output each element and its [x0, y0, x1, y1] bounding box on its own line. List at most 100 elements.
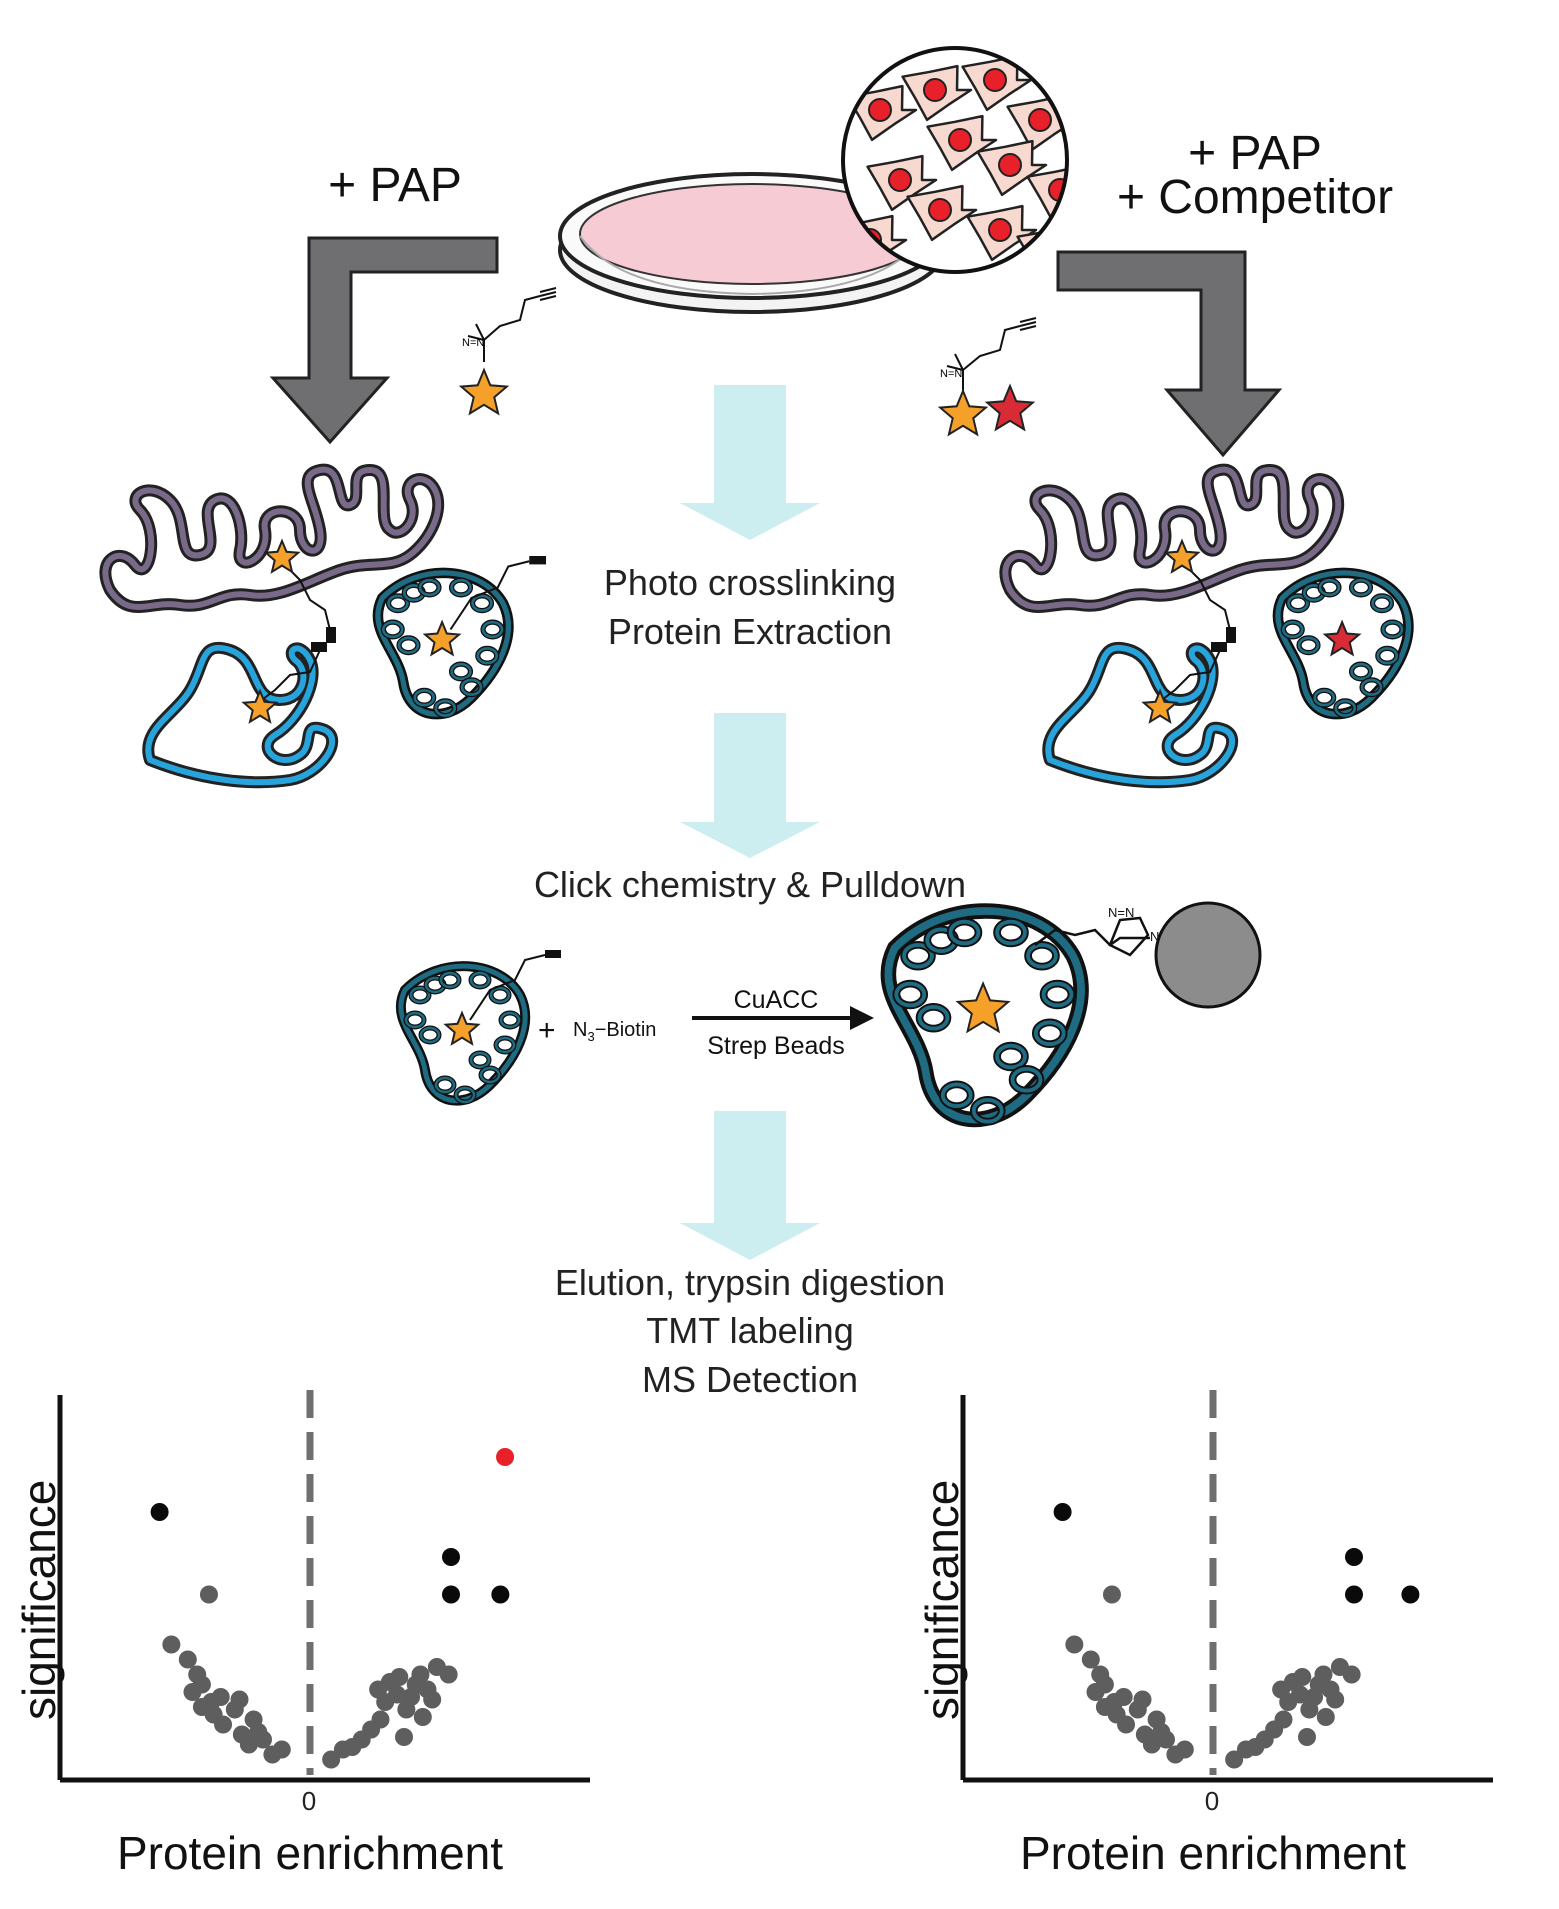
data-point-significant: [442, 1548, 460, 1566]
data-point-gray: [254, 1730, 272, 1749]
helix-turn: [1026, 942, 1058, 969]
helix-turn: [1041, 981, 1074, 1008]
cell-nucleus: [983, 68, 1007, 92]
data-point-gray: [439, 1665, 458, 1684]
data-point-gray: [1316, 1708, 1335, 1726]
helix-turn: [940, 1082, 973, 1109]
alkyne-handle: [529, 556, 547, 565]
helix-turn: [1334, 699, 1357, 717]
probe-molecule-right: [946, 317, 1037, 392]
left-condition-arrow: [269, 236, 499, 445]
helix-turn: [434, 699, 457, 717]
ligand-star-right: [937, 388, 989, 437]
volcano-plot-right: [960, 1390, 1493, 1783]
data-point-gray: [1225, 1750, 1244, 1769]
right-condition-arrow: [1056, 250, 1283, 458]
helix-turn: [499, 1011, 521, 1029]
data-point-significant: [491, 1585, 510, 1604]
data-point-gray: [1114, 1688, 1133, 1706]
helix-turn: [418, 578, 441, 597]
step-photo-crosslinking: Photo crosslinking: [603, 562, 897, 603]
helix-turn: [397, 636, 420, 654]
condition-label-pap: + PAP: [328, 159, 462, 212]
probe-diazirine-label-right: N=N: [940, 368, 962, 380]
data-point-significant: [1053, 1503, 1072, 1521]
plot-right-zero-tick: 0: [1204, 1786, 1220, 1816]
data-point-gray: [1117, 1715, 1136, 1734]
cell-nucleus: [848, 48, 872, 72]
data-point-gray: [1326, 1690, 1345, 1709]
data-point-gray: [371, 1710, 390, 1729]
bound-ligand-star: [955, 980, 1011, 1034]
helix-turn: [439, 971, 461, 989]
data-point-gray: [395, 1728, 413, 1746]
step-tmt-labeling: TMT labeling: [646, 1310, 854, 1351]
helix-turn: [419, 1026, 441, 1044]
helix-turn: [476, 647, 499, 665]
helix-turn: [1350, 578, 1372, 597]
data-point-gray: [423, 1690, 442, 1709]
cell-nucleus: [998, 153, 1022, 177]
reaction-beads-label: Strep Beads: [707, 1032, 845, 1060]
helix-turn: [1010, 1066, 1043, 1093]
linker-to-bead: [1034, 928, 1150, 947]
data-point-gray: [1081, 1650, 1100, 1669]
cell-nucleus: [928, 198, 952, 222]
data-point-gray: [387, 1685, 406, 1704]
alkyne-handle: [545, 950, 561, 958]
helix-turn: [1376, 647, 1399, 665]
data-point-gray: [1086, 1683, 1105, 1701]
helix-turn: [387, 594, 409, 612]
plot-left-xlabel: Protein enrichment: [116, 1827, 504, 1879]
helix-turn: [1313, 689, 1336, 707]
data-point-gray: [214, 1715, 233, 1734]
protein-backbone: [398, 963, 528, 1103]
data-point-gray: [1157, 1730, 1175, 1749]
helix-turn: [413, 689, 436, 707]
helix-turn: [469, 1051, 491, 1069]
data-point-gray: [1342, 1665, 1361, 1684]
probe-linker: [449, 560, 530, 631]
cell-nucleus: [888, 168, 912, 192]
data-point-gray: [1298, 1728, 1316, 1746]
data-point-gray: [1142, 1735, 1161, 1754]
reagent-azide-biotin: N3−Biotin: [573, 1019, 657, 1044]
step-ms-detection: MS Detection: [641, 1359, 859, 1400]
helix-turn: [460, 678, 483, 696]
protein-cluster-left: [99, 463, 547, 789]
data-point-gray: [1290, 1685, 1309, 1704]
data-point-gray: [239, 1735, 258, 1754]
ligand-star-left: [458, 367, 510, 416]
condition-label-competitor: + Competitor: [1116, 171, 1394, 224]
helix-turn: [971, 1097, 1004, 1124]
helix-turn: [409, 986, 431, 1004]
protein-backbone: [1275, 570, 1411, 717]
helix-turn: [995, 1043, 1027, 1070]
reaction-arrowhead: [850, 1006, 874, 1030]
data-point-significant: [150, 1503, 169, 1521]
helix-turn: [404, 1011, 426, 1029]
plot-right-xlabel: Protein enrichment: [1019, 1827, 1407, 1879]
probe-diazirine-label: N=N: [462, 337, 484, 349]
cell-nucleus: [923, 78, 947, 102]
data-point-gray: [1065, 1635, 1084, 1654]
streptavidin-bead: [1154, 901, 1262, 1009]
step-click-chemistry: Click chemistry & Pulldown: [533, 864, 967, 905]
step-elution: Elution, trypsin digestion: [554, 1262, 946, 1303]
triazole-n-label: N: [1150, 929, 1160, 944]
data-point-gray: [413, 1708, 432, 1726]
step-protein-extraction: Protein Extraction: [607, 611, 893, 652]
protein-backbone: [375, 570, 511, 717]
helix-turn: [995, 919, 1027, 946]
triazole-ring: [1108, 916, 1150, 957]
data-point-significant: [1345, 1585, 1363, 1604]
protein-cluster-right: [999, 463, 1414, 789]
data-point-gray: [1133, 1690, 1152, 1709]
data-point-gray: [272, 1740, 291, 1759]
helix-turn: [1371, 594, 1393, 612]
plot-left-zero-tick: 0: [301, 1786, 317, 1816]
probe-linker: [469, 954, 546, 1021]
helix-turn: [450, 578, 472, 597]
helix-turn: [1381, 620, 1404, 639]
